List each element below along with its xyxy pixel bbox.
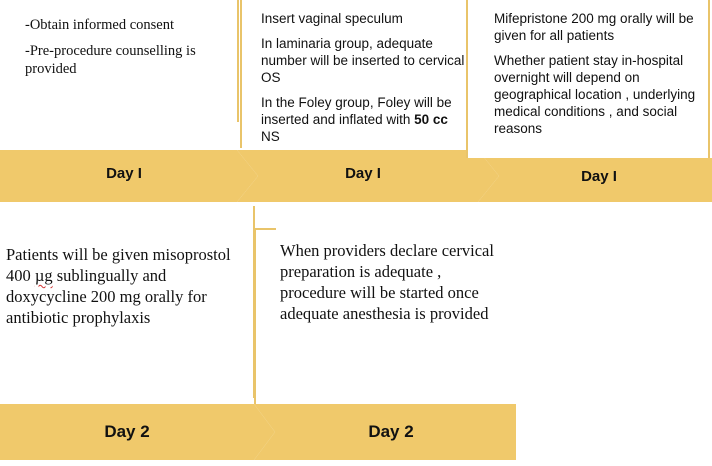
chevron-day1-step2	[237, 150, 499, 202]
chevron-day2-step2	[254, 404, 516, 460]
step1-box	[0, 0, 239, 122]
step2-item-2: In laminaria group, adequate number will…	[261, 36, 465, 85]
step3-item-1: Mifepristone 200 mg orally will be given…	[494, 11, 694, 43]
step4-text-post: sublingually and doxycycline 200 mg oral…	[6, 266, 207, 327]
step2-item-3: In the Foley group, Foley will be insert…	[261, 94, 466, 145]
chevron-day2-step1	[0, 404, 275, 460]
step3-item-2: Whether patient stay in-hospital overnig…	[494, 53, 696, 136]
step2-item-3-bold: 50 cc	[414, 112, 448, 127]
day-label-step4: Day 2	[104, 422, 150, 441]
step1-item-1: -Obtain informed consent	[25, 17, 174, 33]
step3-box	[466, 0, 712, 158]
step5-left-rule	[254, 228, 256, 404]
day-label-step5: Day 2	[368, 422, 414, 441]
step5-text-body: When providers declare cervical preparat…	[280, 241, 494, 323]
step4-text-pre: Patients will be given misoprostol 400	[6, 245, 231, 285]
step3-text: Mifepristone 200 mg orally will be given…	[494, 10, 699, 137]
step1-item-2: -Pre-procedure counselling is provided	[25, 43, 196, 77]
step3-right-rule	[708, 0, 710, 158]
step2-text: Insert vaginal speculum In laminaria gro…	[261, 10, 466, 145]
day-label-step3: Day I	[581, 168, 617, 185]
step5-top-tick	[254, 228, 276, 230]
day-label-step2: Day I	[345, 165, 381, 182]
step2-box	[240, 0, 478, 148]
day-label-step1: Day I	[106, 165, 142, 182]
step2-item-1: Insert vaginal speculum	[261, 11, 403, 26]
step5-text: When providers declare cervical preparat…	[280, 240, 508, 324]
step2-item-3-post: NS	[261, 129, 280, 144]
step2-item-3-pre: In the Foley group, Foley will be insert…	[261, 95, 452, 127]
chevron-day1-step1	[0, 150, 258, 202]
step4-text: Patients will be given misoprostol 400 µ…	[6, 244, 246, 328]
step1-text: -Obtain informed consent -Pre-procedure …	[25, 16, 225, 78]
step4-text-unit: µg	[34, 266, 53, 285]
chevron-day1-step3	[478, 150, 712, 202]
